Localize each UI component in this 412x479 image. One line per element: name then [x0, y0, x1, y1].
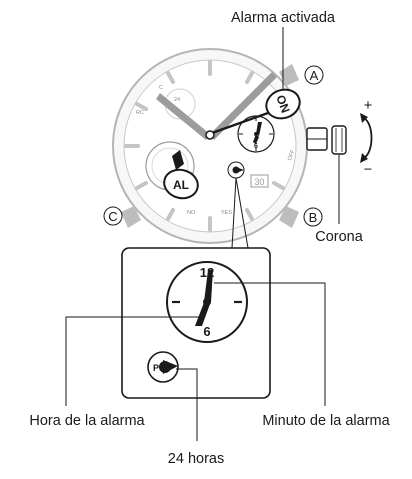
no-label: NO — [187, 210, 196, 216]
enlarged-dial-bottom-num: 6 — [203, 324, 210, 339]
button-b-badge — [303, 207, 323, 227]
rc-label: RC — [136, 110, 144, 116]
crown-rotation-arrow — [363, 117, 373, 159]
yes-label: YES — [221, 210, 232, 216]
watch: C RC OFF YES NO 24 6 30 — [112, 48, 328, 244]
button-labels: A B C — [103, 65, 324, 227]
alarm-hour-leader — [65, 316, 199, 406]
button-c-pusher — [121, 206, 141, 228]
hours-24-leader — [176, 368, 198, 441]
al-indicator — [163, 168, 199, 200]
button-b-label: B — [309, 210, 318, 225]
alarm-on-label: Alarma activada — [231, 10, 336, 26]
hour-hand — [156, 93, 210, 140]
zoom-leader-lines — [231, 177, 249, 249]
crown — [331, 125, 347, 155]
on-indicator-text: ON — [273, 93, 292, 115]
subdial-right-minute-hand — [256, 122, 262, 136]
enlarged-24h-hand — [163, 360, 178, 374]
on-indicator — [265, 88, 301, 120]
crown-minus: − — [364, 162, 372, 178]
date-value: 30 — [254, 177, 264, 187]
button-c-label: C — [108, 209, 117, 224]
button-a-badge — [304, 65, 324, 85]
enlarged-minute-hand — [204, 270, 213, 302]
p-mark: P — [153, 363, 159, 373]
al-indicator-text: AL — [173, 178, 189, 192]
crown-plus: + — [364, 98, 372, 114]
button-b-pusher — [279, 206, 299, 228]
enlarged-dial: 12 6 — [166, 261, 248, 343]
arrow-head-down-icon — [360, 153, 368, 163]
subdial-upper-num: 24 — [174, 97, 180, 103]
subdial-right-num: 6 — [254, 143, 258, 150]
enlarged-24h-indicator: P — [147, 351, 179, 383]
crown-label: Corona — [315, 229, 363, 245]
button-a-label: A — [310, 68, 319, 83]
alarm-minute-label: Minuto de la alarma — [262, 413, 390, 429]
alarm-hour-label: Hora de la alarma — [29, 413, 145, 429]
c-mark: C — [159, 85, 163, 91]
button-c-badge — [103, 206, 123, 226]
subdial-right-hour-hand — [253, 134, 259, 144]
crown-detail: + − — [331, 98, 373, 224]
arrow-head-up-icon — [360, 113, 368, 123]
subdial-lower-left-hand — [172, 150, 184, 170]
hand-pivot — [205, 130, 215, 140]
minute-hand — [210, 72, 277, 140]
alarm-minute-leader — [214, 282, 326, 406]
date-window — [250, 174, 269, 188]
off-label: OFF — [287, 149, 297, 162]
enlarged-hour-hand — [195, 300, 210, 326]
hours-24-label: 24 horas — [168, 451, 224, 467]
button-a-pusher — [279, 64, 299, 86]
